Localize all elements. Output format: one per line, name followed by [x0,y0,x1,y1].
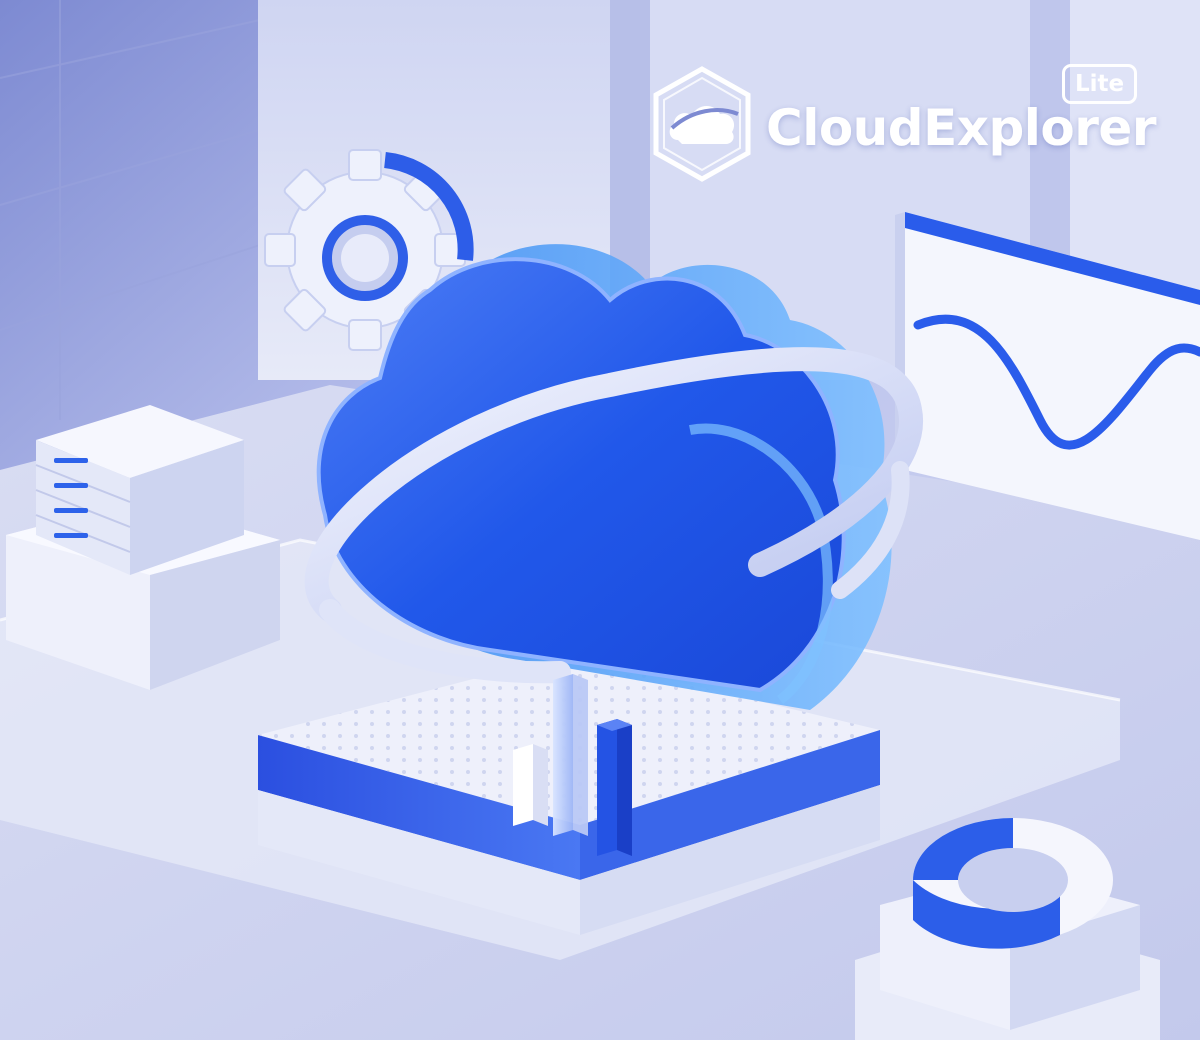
server-stack-icon [6,405,280,690]
line-chart-monitor-icon [895,212,1200,540]
brand-lockup: CloudExplorer Lite [652,62,1156,186]
hexagon-cloud-icon [653,66,751,182]
brand-badge: Lite [1062,64,1138,104]
orbit-ring-icon [304,347,924,684]
bar-columns-icon [513,674,632,856]
brand-name: CloudExplorer [766,99,1156,157]
donut-chart-icon [855,818,1160,1040]
